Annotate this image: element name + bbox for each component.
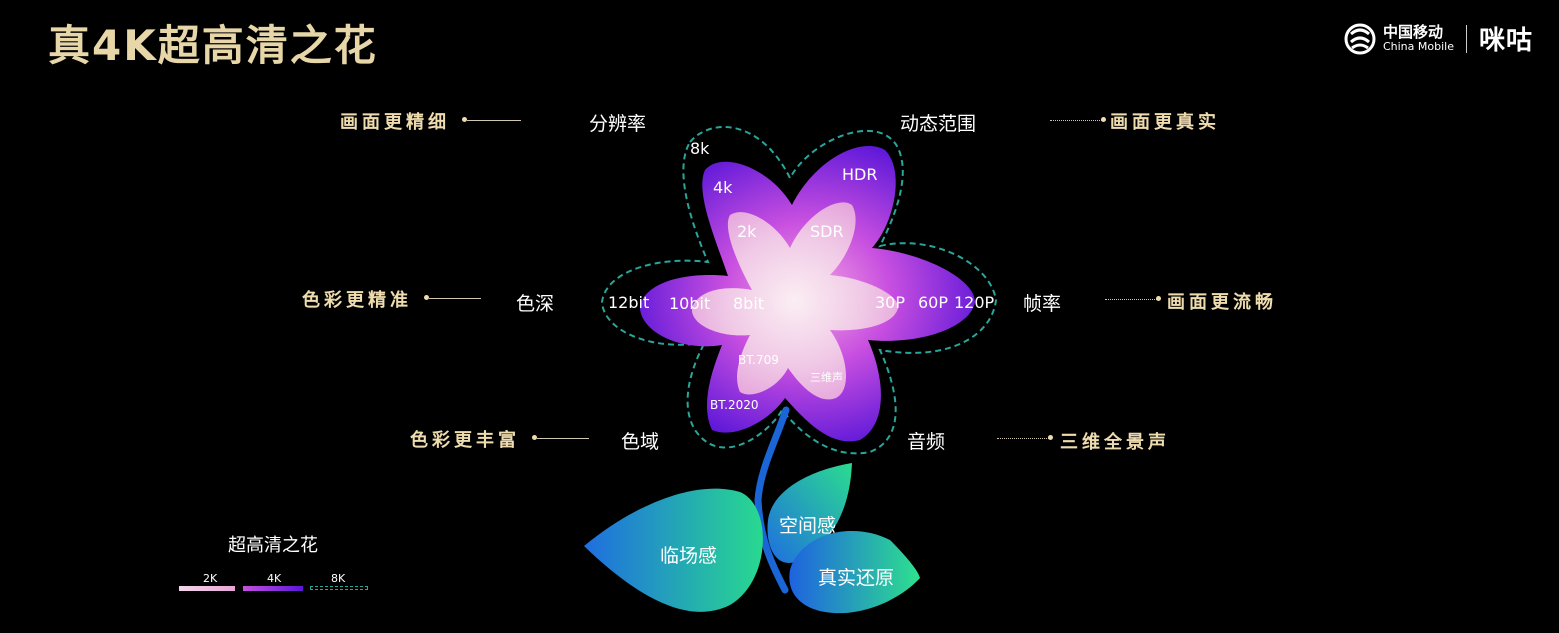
connector-line	[467, 120, 521, 121]
leaf-realism	[789, 531, 920, 614]
leaf-label-immersion: 临场感	[660, 545, 718, 567]
dimension-dynamic-range: 动态范围	[900, 113, 977, 135]
connector-line	[1050, 120, 1102, 121]
flower-stem	[754, 406, 790, 594]
value-8bit: 8bit	[733, 294, 765, 313]
value-4k: 4k	[713, 178, 733, 197]
leaf-label-spatial: 空间感	[779, 515, 837, 537]
leaf-immersion	[584, 488, 763, 612]
benefit-top-right: 画面更真实	[1110, 112, 1220, 133]
leaf-spatial	[767, 463, 852, 563]
legend-label-4k: 4K	[267, 572, 282, 585]
value-bt2020: BT.2020	[710, 398, 759, 412]
connector-dot	[424, 295, 429, 300]
china-mobile-zh: 中国移动	[1382, 23, 1443, 42]
page-title: 真4K超高清之花	[48, 21, 378, 70]
legend-swatch-8k	[310, 586, 368, 590]
dimension-frame-rate: 帧率	[1023, 293, 1062, 315]
value-sdr: SDR	[810, 222, 844, 241]
dimension-audio: 音频	[907, 431, 946, 453]
benefit-bottom-left: 色彩更丰富	[410, 430, 520, 451]
legend-title: 超高清之花	[228, 535, 318, 556]
value-2k: 2k	[737, 222, 757, 241]
value-12bit: 12bit	[608, 293, 650, 312]
value-bt709: BT.709	[738, 353, 779, 367]
value-60p: 60P	[918, 293, 949, 312]
leaf-label-realism: 真实还原	[818, 567, 895, 589]
value-8k: 8k	[690, 139, 710, 158]
migu-logo: 咪咕	[1478, 26, 1533, 56]
china-mobile-logo-icon	[1344, 23, 1376, 54]
legend-label-2k: 2K	[203, 572, 218, 585]
legend-swatch-4k	[243, 586, 303, 591]
china-mobile-en: China Mobile	[1382, 39, 1454, 53]
benefit-top-left: 画面更精细	[340, 112, 450, 133]
connector-dot	[1101, 117, 1106, 122]
connector-dot	[462, 117, 467, 122]
petal-outline-8k	[600, 126, 998, 455]
value-120p: 120P	[954, 293, 995, 312]
benefit-mid-right: 画面更流畅	[1167, 292, 1277, 313]
logo-divider	[1465, 24, 1467, 53]
legend-swatch-2k	[179, 586, 235, 591]
dimension-color-gamut: 色域	[621, 431, 660, 453]
petal-inner-2k	[691, 202, 899, 400]
connector-dot	[532, 435, 537, 440]
benefit-mid-left: 色彩更精准	[302, 290, 412, 311]
connector-line	[1105, 299, 1157, 300]
benefit-bottom-right: 三维全景声	[1060, 432, 1170, 453]
value-30p: 30P	[875, 293, 906, 312]
dimension-color-depth: 色深	[516, 293, 555, 315]
legend-label-8k: 8K	[331, 572, 346, 585]
connector-line	[537, 438, 589, 439]
connector-line	[997, 438, 1049, 439]
dimension-resolution: 分辨率	[589, 113, 647, 135]
connector-dot	[1156, 296, 1161, 301]
connector-line	[429, 298, 481, 299]
value-10bit: 10bit	[669, 294, 711, 313]
brand-logos: 中国移动 China Mobile 咪咕	[1343, 20, 1533, 57]
value-3d-audio: 三维声	[810, 371, 843, 384]
value-hdr: HDR	[842, 165, 878, 184]
connector-dot	[1048, 435, 1053, 440]
